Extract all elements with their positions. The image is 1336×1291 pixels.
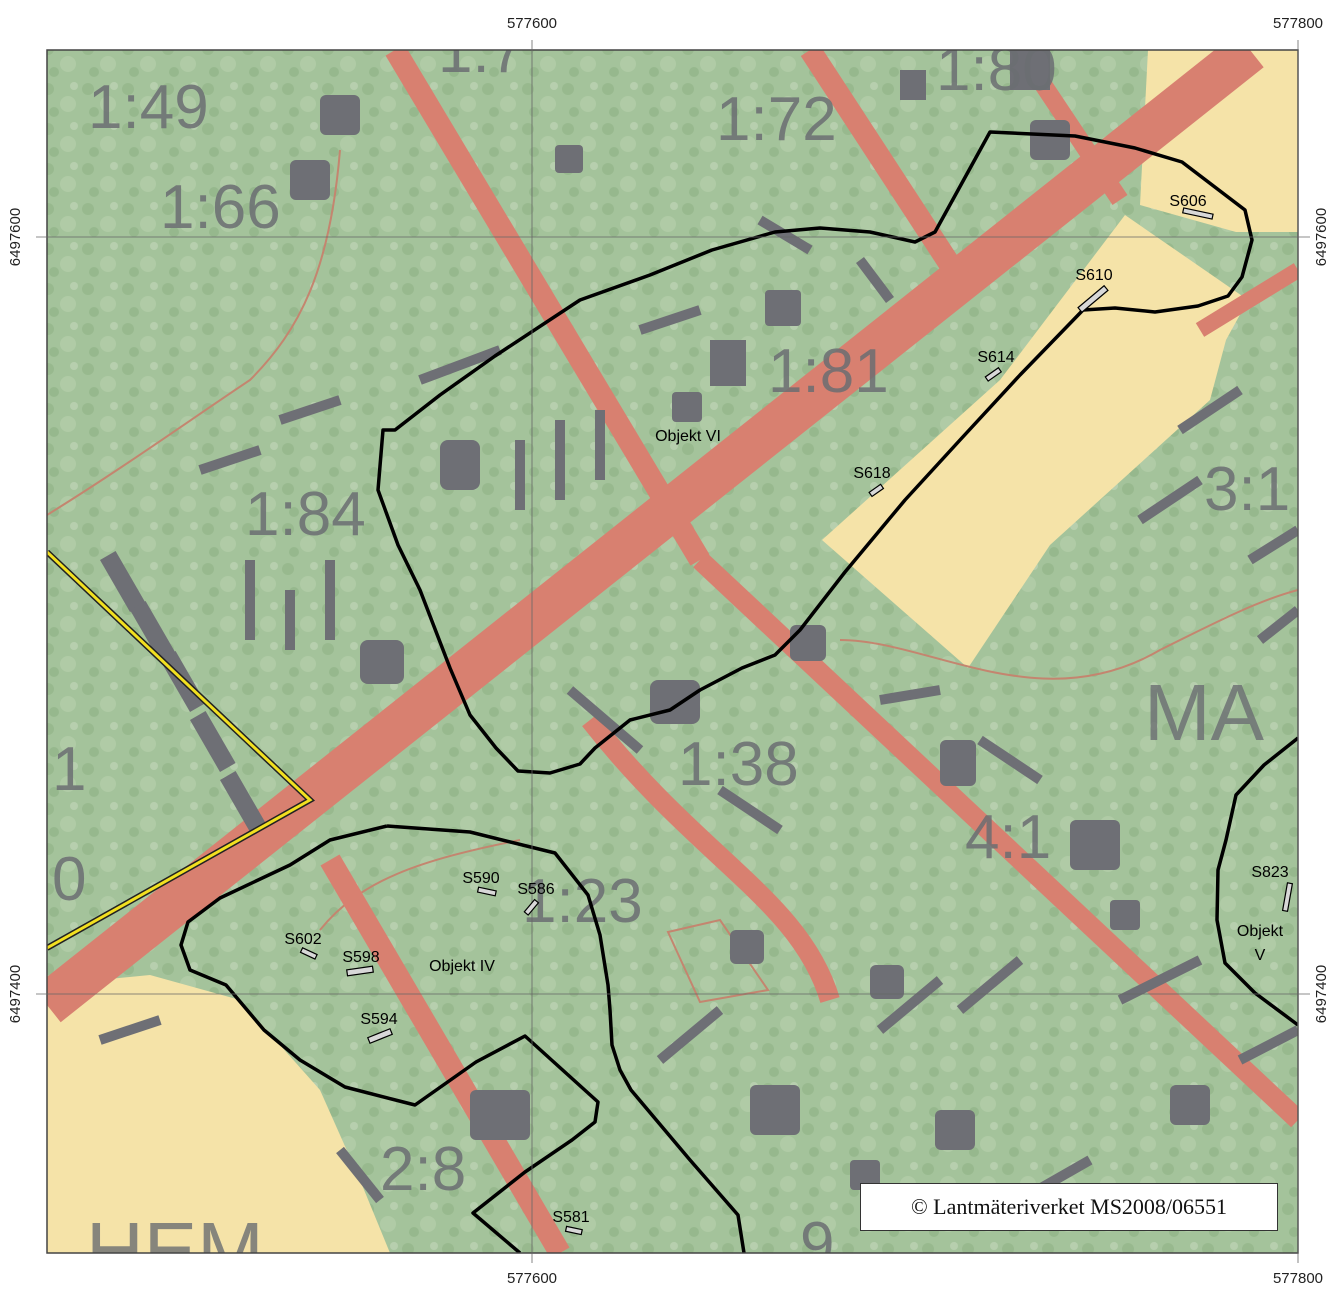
site-marker-s614[interactable]: [984, 366, 1003, 382]
site-marker-s598[interactable]: [346, 965, 374, 977]
path-line: [319, 839, 521, 931]
place-name-label: HEM: [86, 1206, 264, 1291]
parcel-label: 1:7: [438, 17, 524, 86]
parcel-label: 2:8: [380, 1135, 466, 1204]
field-area-bottom-left: [47, 975, 390, 1253]
object-label-iv: Objekt IV: [429, 958, 495, 975]
site-label: S586: [517, 881, 554, 898]
site-marker-s610[interactable]: [1077, 284, 1109, 314]
x-coordinate-label-top: 577800: [1273, 15, 1323, 32]
x-coordinate-label-top: 577600: [507, 15, 557, 32]
site-label: S610: [1075, 267, 1112, 284]
site-marker-s618[interactable]: [868, 483, 885, 498]
site-marker-s586[interactable]: [523, 898, 540, 916]
parcel-label: 9: [800, 1210, 834, 1279]
parcel-label: 1:81: [768, 337, 889, 406]
object-label-v: Objekt: [1237, 923, 1284, 940]
property-boundary-marks: [98, 215, 1298, 1205]
parcel-label: 1:66: [160, 173, 281, 242]
site-label: S618: [853, 465, 890, 482]
y-coordinate-label-right: 6497400: [1313, 965, 1330, 1023]
y-coordinate-label-left: 6497400: [7, 965, 24, 1023]
parcel-label: 1:23: [522, 867, 643, 936]
copyright-notice: © Lantmäteriverket MS2008/06551: [860, 1183, 1278, 1231]
path-line: [839, 589, 1298, 680]
object-v-boundary: [1215, 736, 1298, 1027]
site-label: S602: [284, 931, 321, 948]
parcel-label: 4:1: [965, 803, 1051, 872]
x-coordinate-label-bottom: 577800: [1273, 1270, 1323, 1287]
site-label: S598: [342, 949, 379, 966]
site-marker-s590[interactable]: [476, 886, 497, 897]
site-markers: [299, 207, 1294, 1236]
object-iv-boundary: [386, 824, 746, 1253]
parcel-label: 1:84: [245, 480, 366, 549]
site-marker-s823[interactable]: [1281, 882, 1294, 913]
roads: [47, 50, 1298, 1253]
site-marker-s594[interactable]: [366, 1027, 394, 1045]
x-coordinate-label-bottom: 577600: [507, 1270, 557, 1287]
site-label: S590: [462, 870, 499, 887]
path-line: [47, 149, 341, 516]
site-label: S614: [977, 349, 1014, 366]
field-area-right: [822, 215, 1248, 668]
site-label: S581: [552, 1209, 589, 1226]
site-label: S823: [1251, 864, 1288, 881]
place-name-label: MA: [1144, 668, 1265, 757]
object-iv-boundary-west: [179, 824, 600, 1253]
parcel-label: 1:49: [88, 73, 209, 142]
coordinate-grid: [36, 40, 1310, 1263]
y-coordinate-label-right: 6497600: [1313, 208, 1330, 266]
parcel-label: 1:72: [716, 85, 837, 154]
y-coordinate-label-left: 6497600: [7, 208, 24, 266]
site-label: S594: [360, 1011, 397, 1028]
object-label-v: V: [1255, 947, 1266, 964]
object-label-vi: Objekt VI: [655, 428, 721, 445]
parcel-label: 0: [52, 845, 86, 914]
parcel-label: 3:1: [1204, 455, 1290, 524]
site-marker-s602[interactable]: [299, 947, 318, 960]
municipal-boundary-line-yellow: [47, 550, 313, 950]
path-line: [666, 918, 770, 1004]
object-vi-boundary: [376, 130, 1254, 775]
site-label: S606: [1169, 193, 1206, 210]
parcel-label: 1:80: [936, 35, 1057, 104]
map-frame-content: 1:49 1:66 1:72 1:80 1:81 1:84 1:38 1:23 …: [47, 17, 1298, 1291]
site-marker-s606[interactable]: [1181, 207, 1214, 220]
site-marker-s581[interactable]: [564, 1225, 583, 1236]
parcel-label: 1:38: [678, 730, 799, 799]
building-blocks: [100, 50, 1210, 1190]
parcel-label: 1: [52, 735, 86, 804]
